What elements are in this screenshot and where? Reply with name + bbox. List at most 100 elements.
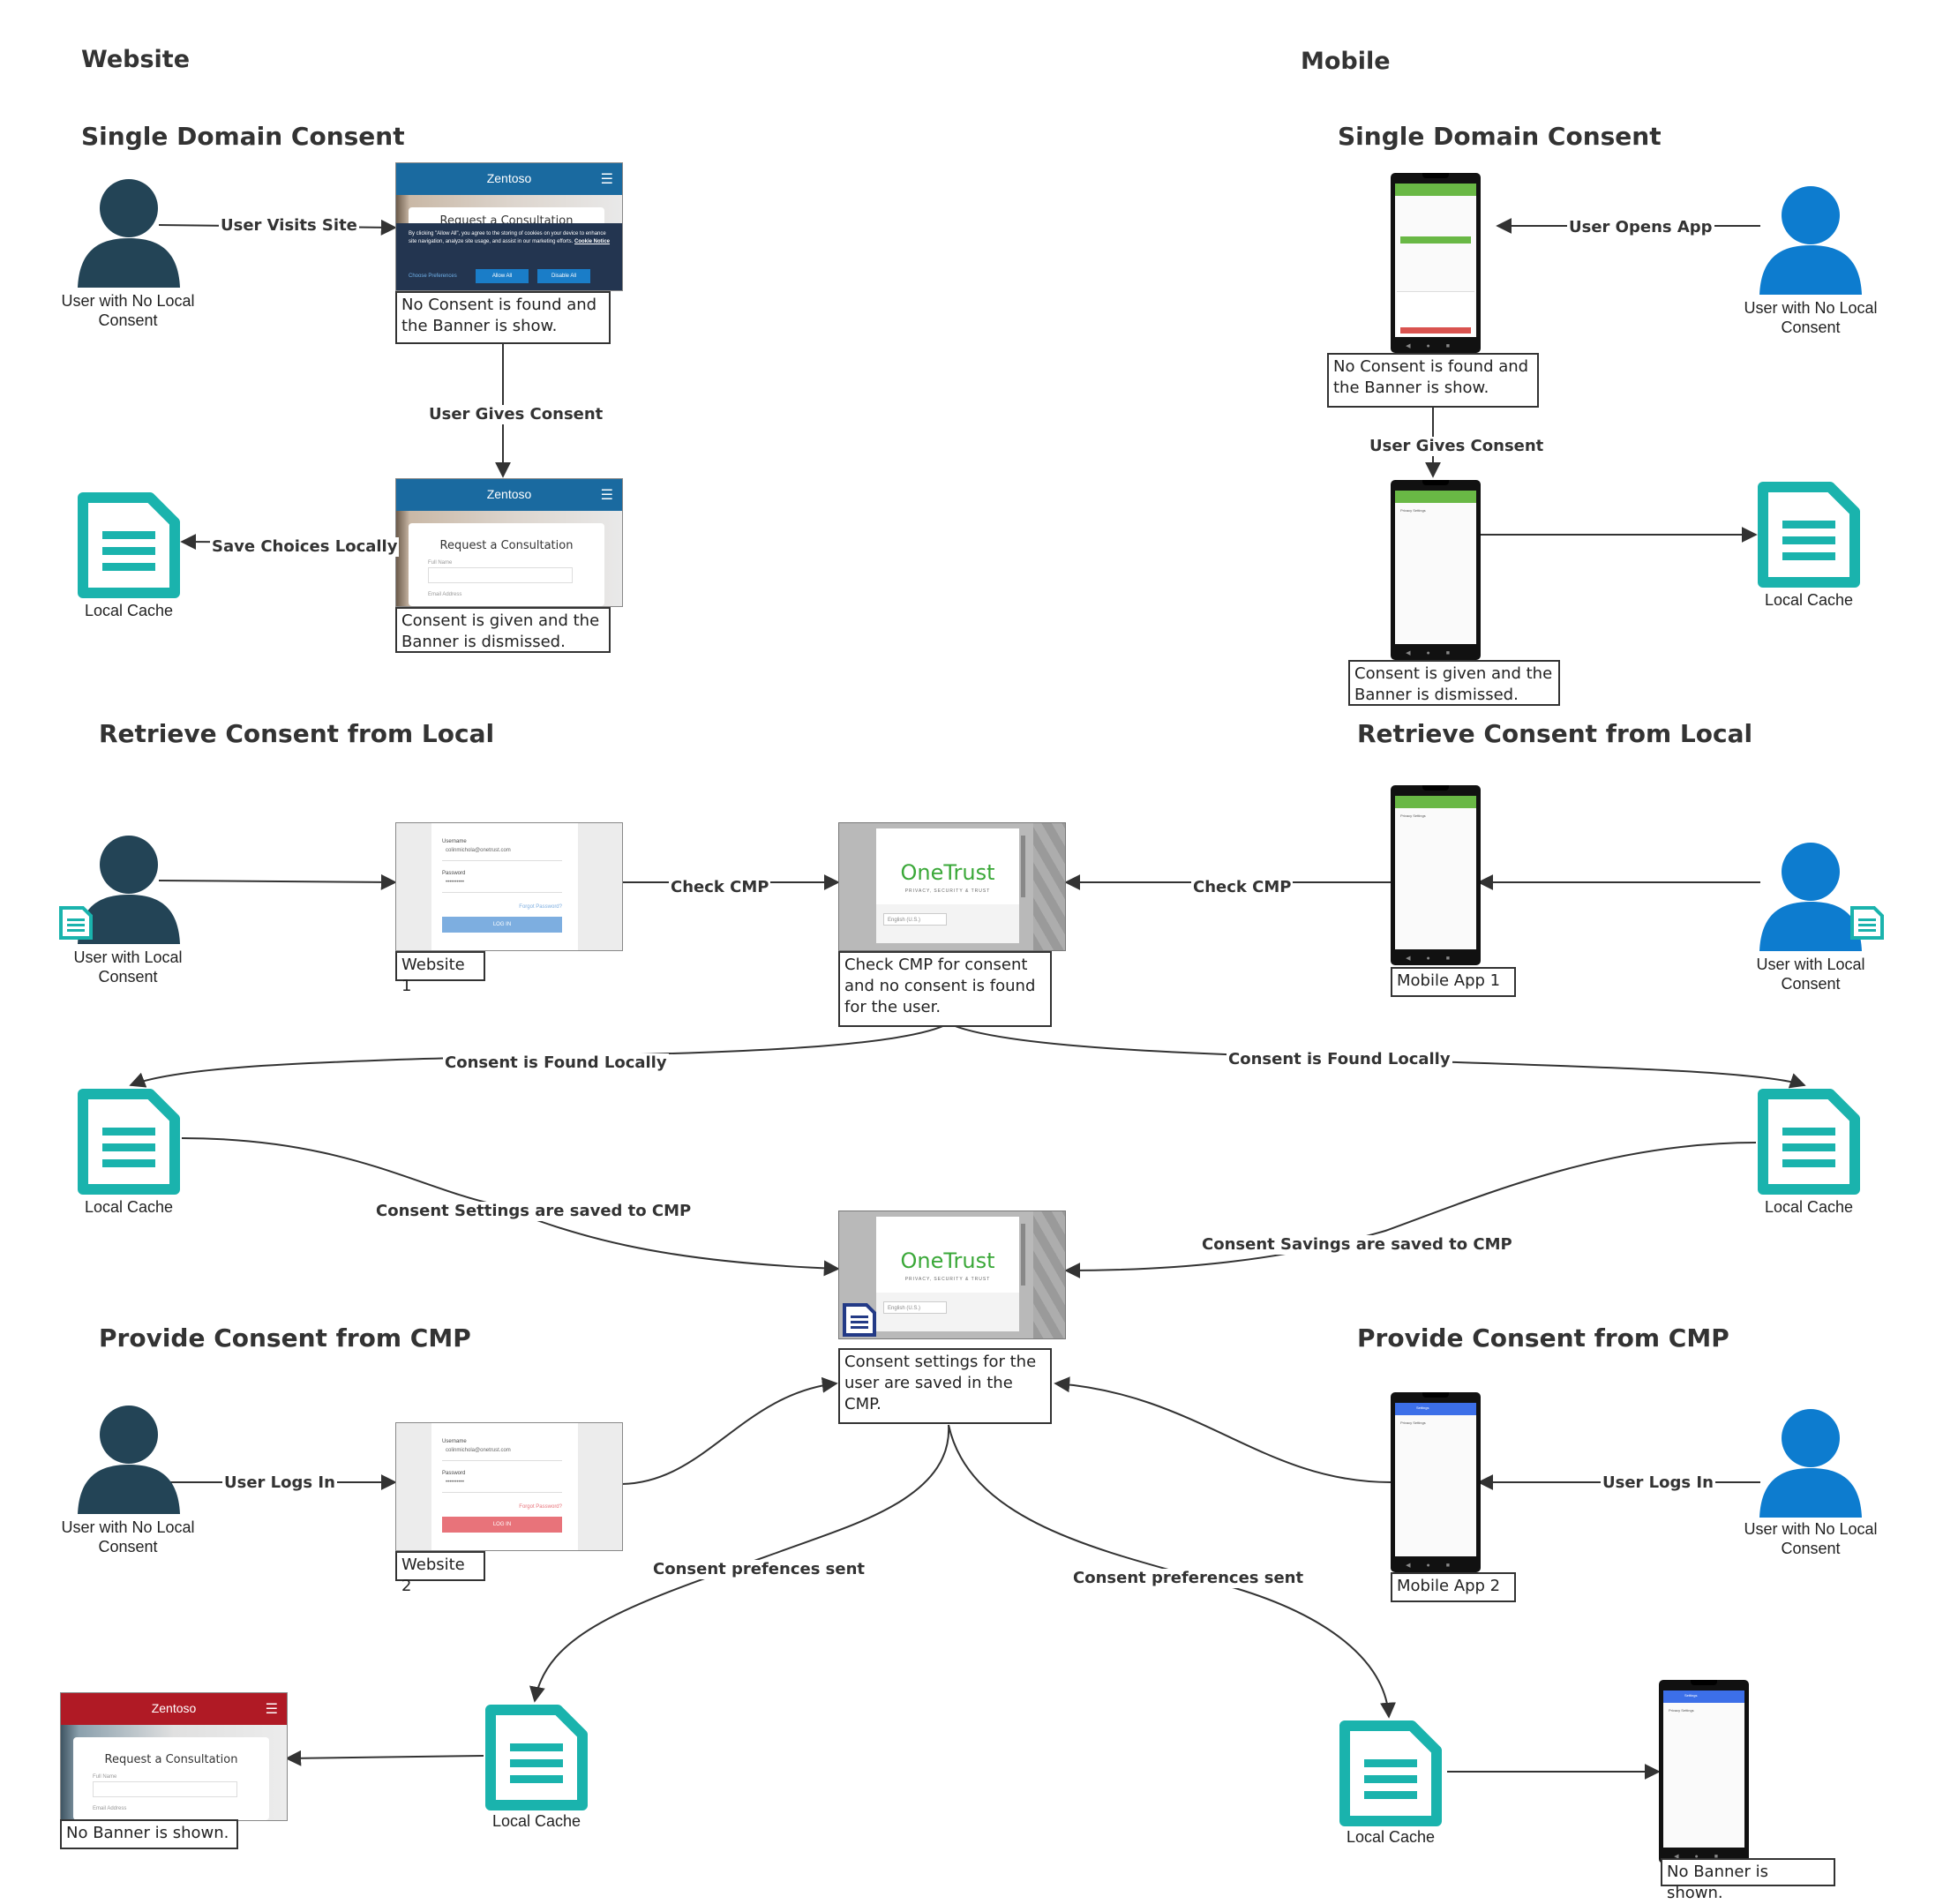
username-input[interactable]: colinmichola@onetrust.com: [442, 1448, 562, 1461]
banner-accept-button[interactable]: [1400, 327, 1471, 334]
phone-banner-dismissed: Privacy Settings ◀●■: [1391, 480, 1481, 660]
user-label: User with No Local Consent: [61, 292, 195, 329]
user-label: User with Local Consent: [73, 948, 183, 986]
onetrust-tagline: PRIVACY, SECURITY & TRUST: [904, 1277, 991, 1282]
edge-website2-to-cmp: [621, 1376, 838, 1485]
privacy-settings-row[interactable]: Privacy Settings: [1400, 1421, 1426, 1425]
username-label: Username: [442, 1439, 467, 1444]
user-label: User with Local Consent: [1756, 956, 1865, 993]
caption-consent-given: Consent is given and the Banner is dismi…: [395, 607, 611, 653]
website-screenshot-no-banner-red: Zentoso ☰ Request a Consultation Full Na…: [60, 1692, 288, 1821]
full-name-label: Full Name: [93, 1774, 117, 1780]
full-name-label: Full Name: [428, 560, 453, 566]
phone-mobile-app-1: Privacy Settings ◀●■: [1391, 785, 1481, 965]
onetrust-tagline: PRIVACY, SECURITY & TRUST: [904, 888, 991, 894]
zentoso-logo: Zentoso: [486, 171, 532, 185]
caption-no-consent-banner: No Consent is found and the Banner is sh…: [395, 291, 611, 344]
forgot-password-link[interactable]: Forgot Password?: [519, 904, 562, 910]
login-button[interactable]: LOG IN: [442, 1517, 562, 1533]
phone-mobile-app-2: Settings Privacy Settings ◀●■: [1391, 1392, 1481, 1572]
local-cache-label: Local Cache: [1346, 1828, 1436, 1846]
document-icon: [76, 1087, 182, 1201]
menu-icon[interactable]: ☰: [265, 1702, 278, 1717]
caption-no-banner-right: No Banner is shown.: [1661, 1858, 1835, 1902]
user-label: User with No Local Consent: [1744, 299, 1878, 336]
onetrust-logo: OneTrust: [900, 1248, 995, 1273]
settings-title: Settings: [1416, 1406, 1429, 1410]
privacy-settings-row[interactable]: Privacy Settings: [1669, 1708, 1694, 1713]
language-select[interactable]: English (U.S.): [883, 1301, 947, 1314]
local-cache-label: Local Cache: [1764, 1198, 1854, 1216]
username-input[interactable]: colinmichola@onetrust.com: [442, 848, 562, 861]
privacy-settings-row[interactable]: Privacy Settings: [1400, 813, 1426, 818]
edge-label-user-logs-in-left: User Logs In: [222, 1473, 337, 1493]
document-icon: [1756, 1087, 1862, 1201]
user-icon: [1758, 184, 1864, 299]
heading-provide-left: Provide Consent from CMP: [99, 1323, 471, 1353]
login-button[interactable]: LOG IN: [442, 917, 562, 933]
phone-consent-banner: ◀●■: [1391, 173, 1481, 353]
edge-label-user-logs-in-right: User Logs In: [1601, 1473, 1715, 1493]
cookie-notice-link[interactable]: Cookie Notice: [574, 239, 611, 244]
edge-label-prefs-sent-left: Consent prefences sent: [651, 1560, 867, 1579]
password-input[interactable]: ••••••••••: [442, 1480, 562, 1493]
edge-label-user-visits-site: User Visits Site: [219, 216, 359, 236]
document-icon: [1756, 480, 1862, 594]
scrollbar[interactable]: [1021, 1224, 1025, 1286]
edge-label-user-gives-consent-right: User Gives Consent: [1368, 437, 1546, 456]
email-label: Email Address: [428, 592, 462, 597]
document-icon: [842, 1302, 877, 1342]
scrollbar[interactable]: [1021, 836, 1025, 897]
choose-preferences-button[interactable]: Choose Preferences: [409, 274, 457, 279]
forgot-password-link[interactable]: Forgot Password?: [519, 1504, 562, 1510]
caption-settings-saved-cmp: Consent settings for the user are saved …: [838, 1348, 1052, 1424]
allow-all-button[interactable]: Allow All: [476, 269, 529, 283]
accept-button[interactable]: [1400, 236, 1471, 244]
email-label: Email Address: [93, 1806, 127, 1811]
menu-icon[interactable]: ☰: [600, 488, 613, 503]
caption-no-banner-left: No Banner is shown.: [60, 1819, 238, 1849]
edge-user-to-website1: [158, 873, 397, 890]
edge-app2-to-cmp: [1054, 1376, 1392, 1483]
password-label: Password: [442, 871, 466, 876]
zentoso-logo: Zentoso: [151, 1701, 197, 1715]
heading-retrieve-left: Retrieve Consent from Local: [99, 719, 495, 748]
local-cache-label: Local Cache: [84, 602, 174, 619]
document-icon: [484, 1703, 589, 1817]
privacy-settings-row[interactable]: Privacy Settings: [1400, 508, 1426, 513]
username-label: Username: [442, 839, 467, 844]
caption-mobile-app2: Mobile App 2: [1391, 1572, 1516, 1602]
full-name-input[interactable]: [93, 1781, 237, 1797]
user-icon: [76, 833, 182, 948]
site-header: Zentoso ☰: [61, 1693, 287, 1725]
menu-icon[interactable]: ☰: [600, 172, 613, 187]
caption-check-cmp: Check CMP for consent and no consent is …: [838, 951, 1052, 1027]
edge-label-check-cmp-left: Check CMP: [669, 878, 771, 897]
local-cache-label: Local Cache: [1764, 591, 1854, 609]
language-select[interactable]: English (U.S.): [883, 913, 947, 926]
disable-all-button[interactable]: Disable All: [537, 269, 590, 283]
heading-mobile: Mobile: [1301, 48, 1391, 75]
edge-label-prefs-sent-right: Consent preferences sent: [1071, 1569, 1306, 1588]
full-name-input[interactable]: [428, 567, 573, 583]
zentoso-logo: Zentoso: [486, 487, 532, 501]
caption-website1: Website 1: [395, 951, 485, 995]
edge-prefs-sent-left: [529, 1424, 950, 1703]
edge-label-found-locally-left: Consent is Found Locally: [443, 1053, 669, 1073]
cookie-banner: By clicking "Allow All", you agree to th…: [396, 223, 622, 290]
local-cache-label: Local Cache: [491, 1812, 581, 1830]
document-icon: [1849, 905, 1885, 945]
edge-label-savings-saved-cmp: Consent Savings are saved to CMP: [1200, 1235, 1514, 1255]
edge-label-save-choices: Save Choices Locally: [210, 537, 400, 557]
password-input[interactable]: ••••••••••: [442, 880, 562, 893]
user-icon: [1758, 840, 1864, 956]
caption-website2: Website 2: [395, 1551, 485, 1595]
user-icon: [76, 176, 182, 292]
caption-no-consent-banner-mobile: No Consent is found and the Banner is sh…: [1327, 353, 1539, 408]
document-icon: [1338, 1719, 1444, 1833]
heading-retrieve-right: Retrieve Consent from Local: [1357, 719, 1753, 748]
form-title: Request a Consultation: [104, 1753, 238, 1766]
document-icon: [76, 491, 182, 604]
edge-label-found-locally-right: Consent is Found Locally: [1227, 1050, 1452, 1069]
heading-provide-right: Provide Consent from CMP: [1357, 1323, 1729, 1353]
